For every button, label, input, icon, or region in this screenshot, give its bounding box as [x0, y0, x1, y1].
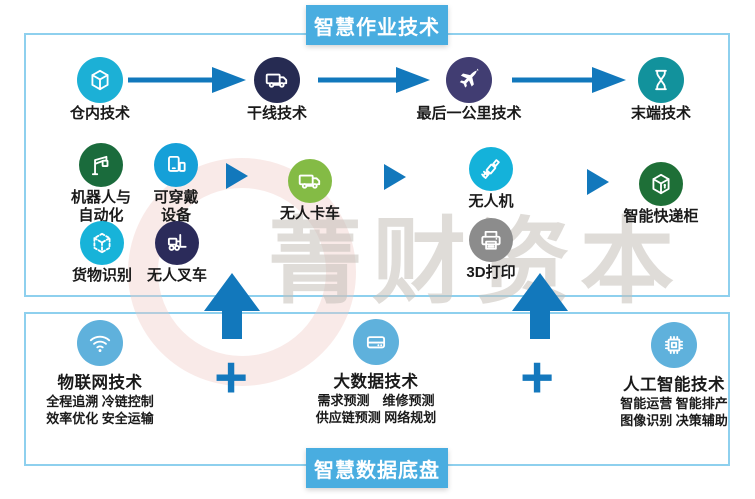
- crane-icon: [79, 143, 123, 187]
- truck-icon: [288, 159, 332, 203]
- plane-icon: [446, 57, 492, 103]
- dashed-cube-icon: [80, 221, 124, 265]
- group-bigdata: 大数据技术 需求预测 维修预测 供应链预测 网络规划: [284, 319, 468, 425]
- printer-icon: [469, 218, 513, 262]
- node-label: 末端技术: [630, 105, 691, 122]
- upward-arrow-icon: [512, 273, 568, 339]
- upward-arrow-icon: [204, 273, 260, 339]
- node-label: 货物识别: [71, 267, 132, 284]
- chip-icon: [651, 322, 697, 368]
- group-item: 全程追溯 冷链控制: [46, 394, 154, 409]
- step-arrow-icon: [384, 164, 406, 190]
- plus-connector: +: [214, 344, 248, 410]
- node-label: 3D打印: [466, 264, 516, 281]
- node-label: 可穿戴 设备: [153, 189, 199, 224]
- group-ai: 人工智能技术 智能运营 智能排产 图像识别 决策辅助: [582, 322, 755, 428]
- node-trunkline-tech: 干线技术: [217, 57, 337, 123]
- forklift-icon: [155, 221, 199, 265]
- node-3d-printing: 3D打印: [436, 218, 546, 282]
- top-banner: 智慧作业技术: [306, 5, 448, 45]
- node-label: 机器人与 自动化: [70, 189, 131, 224]
- group-iot: 物联网技术 全程追溯 冷链控制 效率优化 安全运输: [8, 320, 192, 426]
- plus-connector: +: [520, 344, 554, 410]
- node-label: 最后一公里技术: [416, 105, 522, 122]
- node-cargo-recognition: 货物识别: [47, 221, 157, 285]
- group-item: 供应链预测 网络规划: [315, 409, 437, 425]
- watermark-text: 菁财资本: [268, 209, 685, 314]
- node-warehouse-tech: 仓内技术: [40, 57, 160, 123]
- node-label: 智能快递柜: [623, 208, 699, 225]
- step-arrow-icon: [587, 169, 609, 195]
- node-label: 无人卡车: [279, 205, 340, 222]
- satellite-icon: [469, 147, 513, 191]
- node-label: 仓内技术: [69, 105, 130, 122]
- group-title: 大数据技术: [333, 373, 419, 391]
- cube-icon: [77, 57, 123, 103]
- flow-arrow: [512, 67, 626, 93]
- node-drone: 无人机: [436, 147, 546, 211]
- group-item: 效率优化 安全运输: [46, 410, 154, 426]
- hourglass-icon: [638, 57, 684, 103]
- group-item: 图像识别 决策辅助: [620, 412, 728, 428]
- group-title: 物联网技术: [57, 374, 143, 392]
- parcel-locker-icon: [639, 162, 683, 206]
- group-item: 智能运营 智能排产: [620, 396, 728, 411]
- node-driverless-truck: 无人卡车: [255, 159, 365, 223]
- node-driverless-forklift: 无人叉车: [122, 221, 232, 285]
- node-label: 无人叉车: [146, 267, 207, 284]
- truck-icon: [254, 57, 300, 103]
- step-arrow-icon: [226, 163, 248, 189]
- node-smart-locker: 智能快递柜: [606, 162, 716, 226]
- node-terminal-tech: 末端技术: [601, 57, 721, 123]
- flow-arrow: [318, 67, 430, 93]
- group-item: 需求预测 维修预测: [317, 393, 435, 408]
- wifi-icon: [77, 320, 123, 366]
- flow-arrow: [128, 67, 246, 93]
- node-label: 干线技术: [246, 105, 307, 122]
- node-wearables: 可穿戴 设备: [121, 143, 231, 225]
- group-title: 人工智能技术: [623, 376, 725, 394]
- node-lastmile-tech: 最后一公里技术: [408, 57, 530, 123]
- node-label: 无人机: [468, 193, 514, 210]
- bottom-banner: 智慧数据底盘: [306, 448, 448, 488]
- drive-icon: [353, 319, 399, 365]
- node-robotics: 机器人与 自动化: [46, 143, 156, 225]
- wearable-icon: [154, 143, 198, 187]
